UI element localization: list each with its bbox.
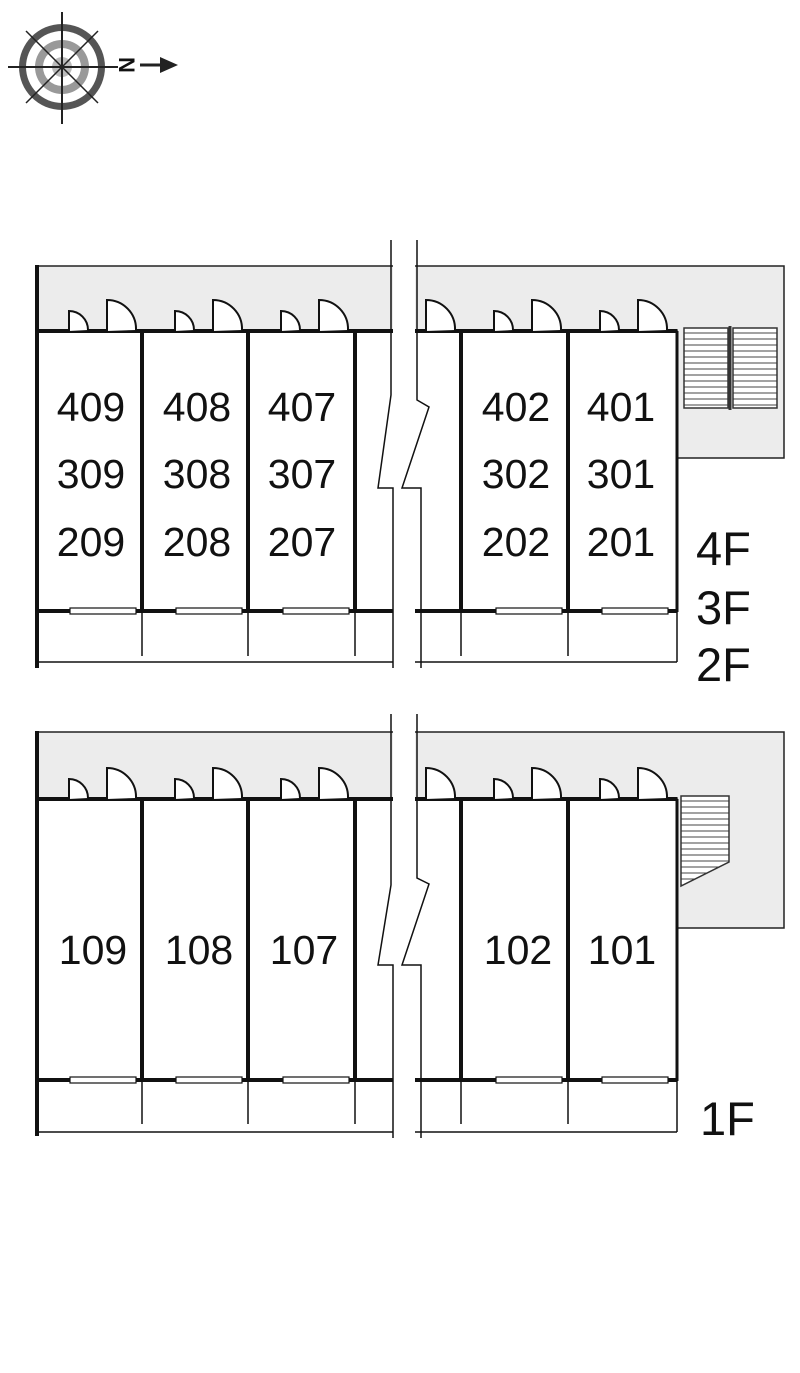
room-309: 309 (57, 451, 125, 497)
room-302: 302 (482, 451, 550, 497)
compass-rose-icon (8, 12, 118, 124)
upper-room-labels: 409 309 209 408 308 208 407 307 207 402 … (57, 384, 655, 565)
room-109: 109 (59, 927, 127, 973)
room-409: 409 (57, 384, 125, 430)
floor-label-2f: 2F (696, 638, 751, 691)
lower-room-labels: 109 108 107 102 101 (59, 927, 656, 973)
room-202: 202 (482, 519, 550, 565)
room-402: 402 (482, 384, 550, 430)
floor-label-3f: 3F (696, 581, 751, 634)
floor-label-4f: 4F (696, 522, 751, 575)
room-208: 208 (163, 519, 231, 565)
upper-break-mark (377, 240, 430, 672)
upper-block (35, 240, 785, 672)
upper-doors (68, 298, 669, 331)
lower-break-mark (377, 714, 430, 1138)
north-arrow-icon (140, 57, 178, 73)
room-401: 401 (587, 384, 655, 430)
room-101: 101 (588, 927, 656, 973)
room-301: 301 (587, 451, 655, 497)
room-308: 308 (163, 451, 231, 497)
compass-north-label: N (114, 57, 139, 73)
room-408: 408 (163, 384, 231, 430)
room-307: 307 (268, 451, 336, 497)
room-107: 107 (270, 927, 338, 973)
room-102: 102 (484, 927, 552, 973)
lower-doors (68, 766, 669, 799)
lower-block (35, 714, 785, 1138)
room-207: 207 (268, 519, 336, 565)
room-209: 209 (57, 519, 125, 565)
room-108: 108 (165, 927, 233, 973)
floor-label-1f: 1F (700, 1092, 755, 1145)
lower-stairs-icon (680, 795, 730, 888)
room-407: 407 (268, 384, 336, 430)
upper-stairs-icon (683, 326, 778, 410)
room-201: 201 (587, 519, 655, 565)
